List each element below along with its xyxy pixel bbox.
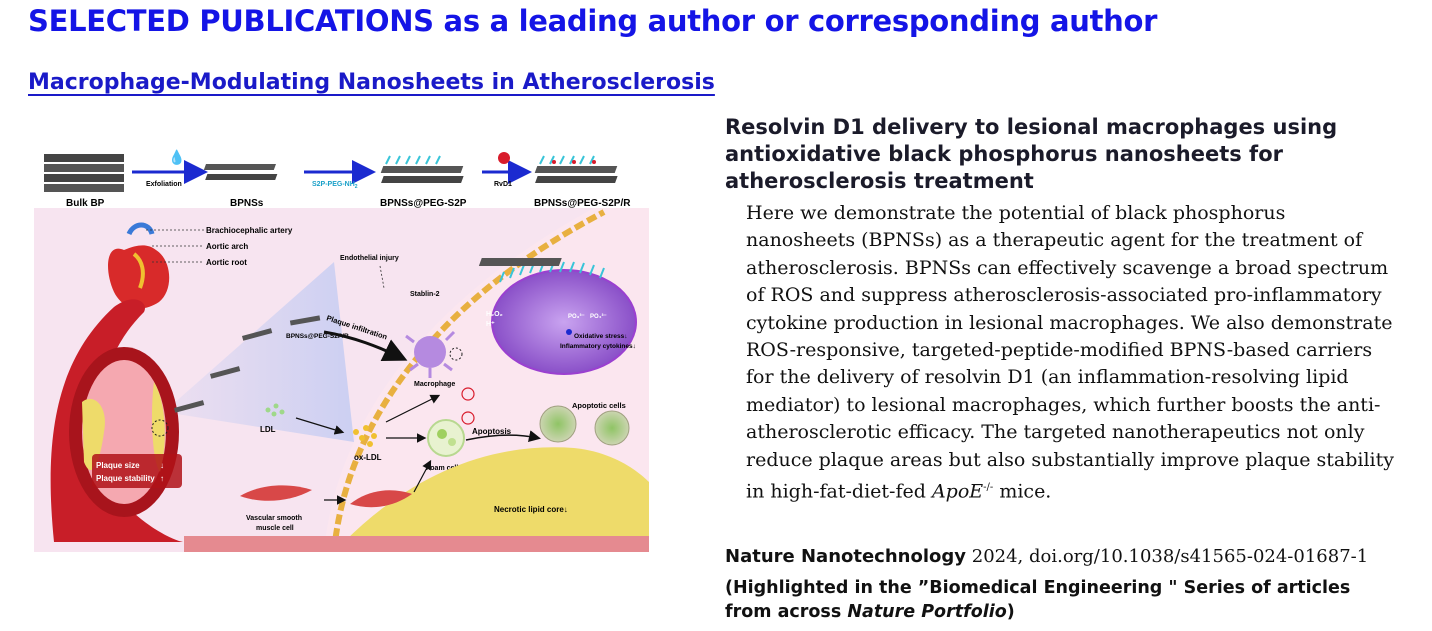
macrophage-cell [405,330,463,378]
plaque-stability-text: Plaque stability [96,474,155,483]
nanosheet-cluster [173,315,321,413]
abstract-text: Here we demonstrate the potential of bla… [746,202,1394,503]
highlight-portfolio: Nature Portfolio [847,602,1007,622]
bpnss-peg-sheets [380,155,464,183]
water-drop-icon: 💧 [168,149,185,166]
citation: Nature Nanotechnology 2024, doi.org/10.1… [725,546,1368,567]
zoom-circle [151,419,169,437]
citation-doi[interactable]: 2024, doi.org/10.1038/s41565-024-01687-1 [971,546,1369,567]
carrier-label: BPNSs@PEG-S2P/R [286,333,349,340]
endothelium-line [331,209,606,552]
po4-label: PO₄³⁻ [590,313,607,320]
bottom-vessel-strip [184,536,649,552]
smooth-muscle-cells [240,459,432,508]
abstract-gene: ApoE [931,480,984,503]
apoptosis-label: Apoptosis [472,427,512,436]
necrotic-label: Necrotic lipid core↓ [494,505,568,514]
vsmc-label-2: muscle cell [256,525,294,532]
graphical-abstract-figure: Bulk BP 💧 Exfoliation BPNSs S2P-PEG-NH2 … [34,142,649,552]
exfoliation-label: Exfoliation [146,181,182,188]
aortic-arch-label: Aortic arch [206,242,248,251]
plaque-stability-arrow: ↑ [160,474,164,483]
page-title: SELECTED PUBLICATIONS as a leading autho… [28,4,1158,38]
plaque-size-arrow: ↓ [160,461,164,470]
ldl-particles [265,403,285,417]
artery-vessel [50,299,185,542]
bpnss-peg-label: BPNSs@PEG-S2P [380,198,467,209]
vsmc-label-1: Vascular smooth [246,515,302,522]
highlight-note: (Highlighted in the ”Biomedical Engineer… [725,576,1365,624]
macrophage-label: Macrophage [414,381,455,388]
bpnss-sheets [203,164,278,180]
inflammatory-label: Inflammatory cytokines↓ [560,343,636,350]
paper-abstract: Here we demonstrate the potential of bla… [746,200,1396,506]
plaque-size-label: Plaque size ↓ [96,461,164,470]
hplus-label: H⁺ [486,321,495,328]
abstract-end: mice. [999,480,1052,503]
bpnss-peg-r-sheets [534,155,618,183]
highlight-prefix: (Highlighted in the ”Biomedical Engineer… [725,578,1351,622]
journal-name: Nature Nanotechnology [725,546,967,567]
heart-illustration [108,222,170,309]
rvd1-label: RvD1 [494,181,512,188]
endothelial-label: Endothelial injury [340,255,399,262]
infiltration-arrow [323,330,408,362]
highlight-suffix: ) [1006,602,1015,622]
ldl-arrow [295,417,345,435]
light-beam [164,262,354,442]
oxidative-label: Oxidative stress↓ [574,333,627,340]
bpnss-peg-r-label: BPNSs@PEG-S2P/R [534,198,631,209]
bulk-bp-stack [44,154,124,192]
oxldl-particles [353,425,377,447]
apoptotic-cells [539,405,630,446]
po3-label: PO₃³⁻ [568,313,585,320]
abstract-gene-superscript: -/- [983,482,994,494]
foam-cell-label: Foam cell [426,465,458,472]
ldl-label: LDL [260,425,276,434]
peg-linker-subscript: 2 [355,184,358,190]
necrotic-core [344,447,649,542]
stablin-label: Stablin-2 [410,291,440,298]
cell-zoom [478,258,637,375]
rvd1-dot [498,152,510,164]
peg-linker-label: S2P-PEG-NH2 [312,181,358,190]
oxldl-label: ox-LDL [354,453,382,462]
aortic-root-label: Aortic root [206,258,247,267]
brachiocephalic-label: Brachiocephalic artery [206,226,293,235]
apoptotic-label: Apoptotic cells [572,401,626,410]
section-title-link[interactable]: Macrophage-Modulating Nanosheets in Athe… [28,70,715,95]
h2o2-label: H₂O₂ [486,311,503,318]
peg-linker-text: S2P-PEG-NH [312,181,355,188]
rvd1-drop [566,329,572,335]
oxldl-to-macrophage-arrow [385,394,441,423]
plaque-size-text: Plaque size [96,461,140,470]
plaque-stability-label: Plaque stability ↑ [96,474,164,483]
paper-title: Resolvin D1 delivery to lesional macroph… [725,115,1338,193]
foam-cell [427,419,465,457]
bulk-bp-label: Bulk BP [66,198,105,209]
apoptosis-arrow [465,430,541,443]
inhibit-marks [461,387,475,425]
bpnss-label: BPNSs [230,198,264,209]
